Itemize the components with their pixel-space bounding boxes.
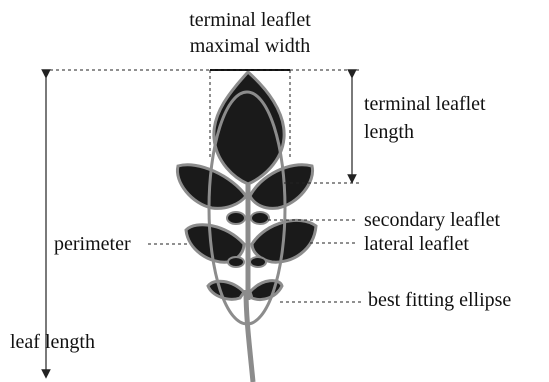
- leaf-length-label: leaf length: [10, 330, 95, 354]
- terminal-length-label-line1: terminal leaflet: [364, 92, 486, 116]
- terminal-width-label-line2: maximal width: [160, 34, 340, 58]
- best-fitting-ellipse-label: best fitting ellipse: [368, 288, 511, 312]
- lateral-leaflet-lower-left: [208, 281, 244, 299]
- secondary-leaflet-right: [251, 212, 269, 224]
- small-leaflet-right: [250, 257, 266, 267]
- terminal-length-label-line2: length: [364, 120, 414, 144]
- lateral-leaflet-label: lateral leaflet: [364, 232, 469, 256]
- terminal-width-label-line1: terminal leaflet: [160, 8, 340, 32]
- perimeter-label: perimeter: [54, 232, 131, 256]
- secondary-leaflet-label: secondary leaflet: [364, 208, 500, 232]
- leaf-stem: [246, 290, 253, 382]
- secondary-leaflet-left: [227, 212, 245, 224]
- small-leaflet-left: [228, 257, 244, 267]
